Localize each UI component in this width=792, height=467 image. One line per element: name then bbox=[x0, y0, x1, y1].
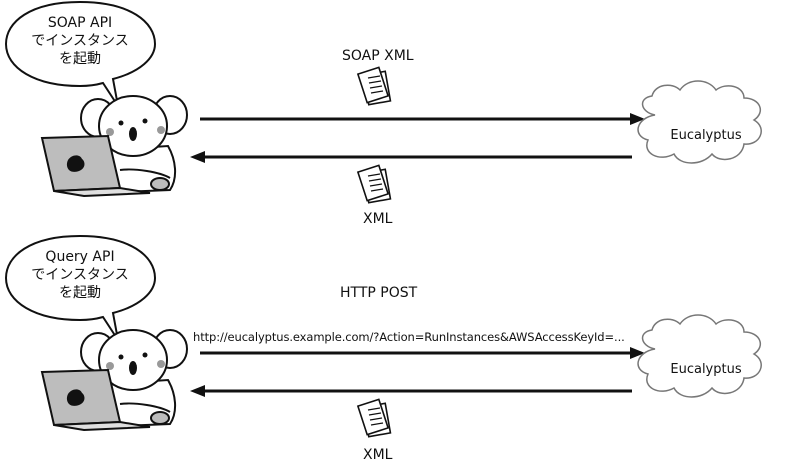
koala-with-laptop-icon bbox=[40, 95, 188, 198]
request-label: SOAP XML bbox=[342, 48, 414, 64]
soap-panel-graphics bbox=[4, 0, 762, 204]
bubble-line: でインスタンス bbox=[31, 33, 129, 49]
bubble-line: Query API bbox=[45, 249, 115, 265]
speech-bubble-text: SOAP API でインスタンス を起動 bbox=[5, 14, 155, 68]
koala-with-laptop-icon bbox=[40, 329, 188, 432]
speech-bubble-text: Query API でインスタンス を起動 bbox=[5, 248, 155, 302]
xml-document-icon bbox=[356, 164, 392, 204]
request-label: HTTP POST bbox=[340, 285, 418, 301]
request-arrow bbox=[200, 113, 645, 125]
speech-bubble-icon bbox=[4, 234, 157, 341]
target-label: Eucalyptus bbox=[670, 362, 742, 377]
bubble-line: SOAP API bbox=[47, 15, 113, 31]
query-panel-graphics bbox=[4, 234, 762, 438]
bubble-line: を起動 bbox=[59, 51, 101, 67]
response-label: XML bbox=[363, 211, 393, 227]
bubble-line: でインスタンス bbox=[31, 267, 129, 283]
soap-api-panel: SOAP API でインスタンス を起動 SOAP XML Eucalyptus… bbox=[0, 0, 792, 233]
xml-document-icon bbox=[356, 66, 392, 106]
response-arrow bbox=[190, 385, 632, 397]
speech-bubble-icon bbox=[4, 0, 157, 107]
response-label: XML bbox=[363, 447, 393, 463]
query-api-panel: Query API でインスタンス を起動 HTTP POST http://e… bbox=[0, 234, 792, 467]
request-url: http://eucalyptus.example.com/?Action=Ru… bbox=[193, 330, 625, 344]
cloud-icon bbox=[637, 314, 762, 398]
request-arrow bbox=[200, 347, 645, 359]
cloud-icon bbox=[637, 80, 762, 164]
target-label: Eucalyptus bbox=[670, 128, 742, 143]
bubble-line: を起動 bbox=[59, 285, 101, 301]
response-arrow bbox=[190, 151, 632, 163]
xml-document-icon bbox=[356, 398, 392, 438]
